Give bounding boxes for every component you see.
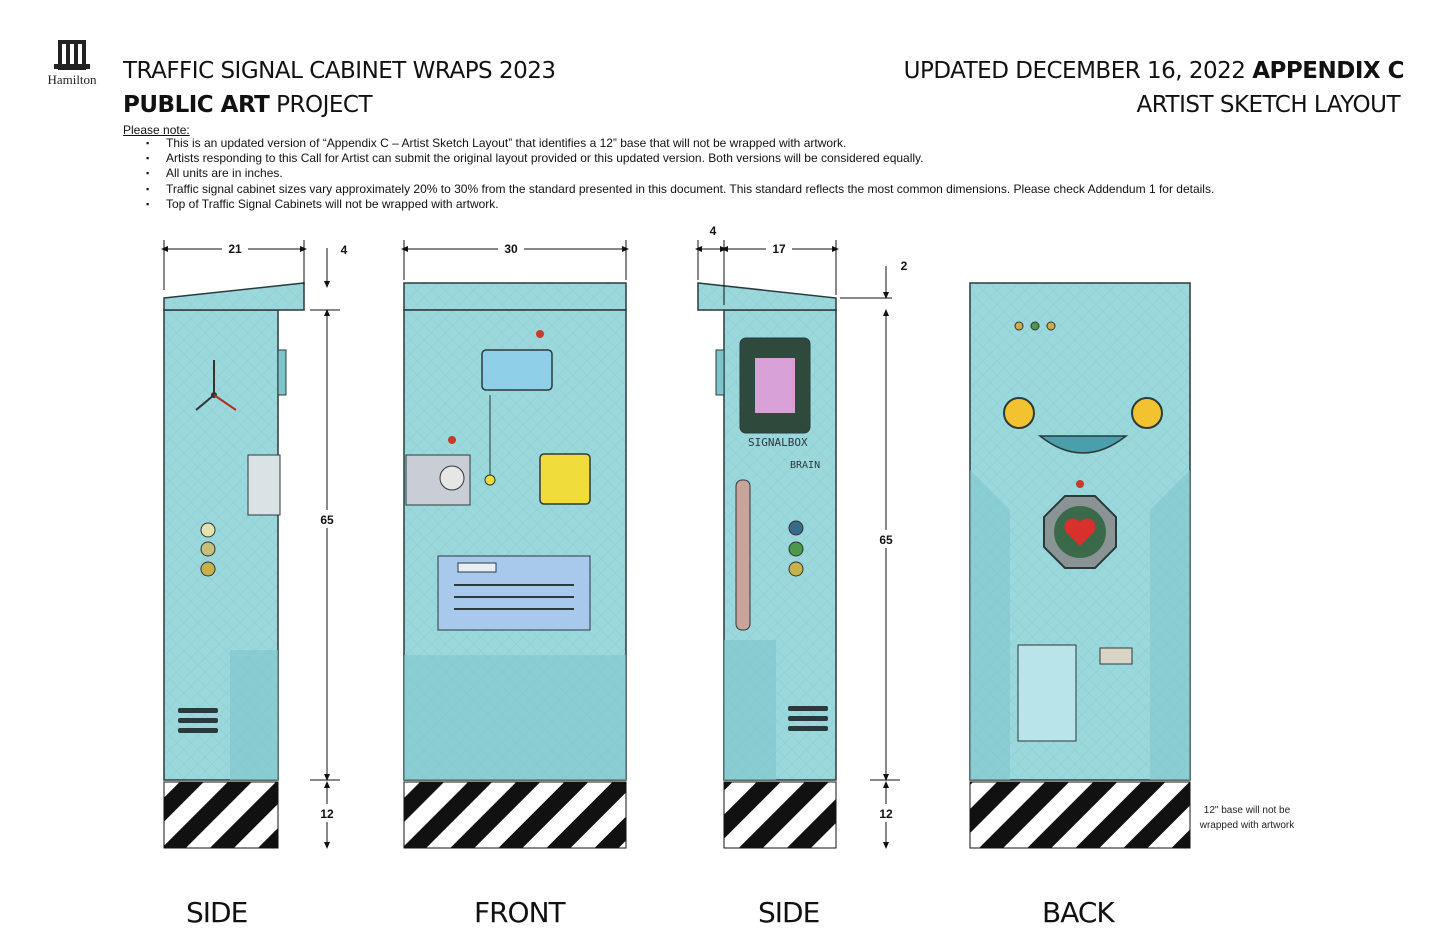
front-lid	[403, 282, 627, 311]
front-lower-panel	[404, 655, 626, 780]
robot-eye-icon	[1003, 397, 1035, 429]
view-label-front: FRONT	[474, 896, 566, 929]
sketch-layout-title: ARTIST SKETCH LAYOUT	[1136, 92, 1401, 118]
note-item: This is an updated version of “Appendix …	[146, 136, 1214, 151]
back-base	[969, 781, 1191, 849]
dim-side-left-lip: 4	[341, 243, 348, 257]
note-item: Traffic signal cabinet sizes vary approx…	[146, 182, 1214, 197]
signal-box-label: SIGNALBOX	[748, 436, 808, 449]
back-vent-icon	[1017, 644, 1077, 742]
front-base	[403, 781, 627, 849]
project-title: PUBLIC ART PROJECT	[123, 92, 373, 118]
view-label-side-right: SIDE	[758, 896, 820, 929]
updated-date: UPDATED DECEMBER 16, 2022 APPENDIX C	[903, 58, 1405, 84]
base-note-line1: 12" base will not be	[1203, 805, 1291, 816]
indicator-light-icon	[200, 522, 216, 538]
side-right-cabinet: SIGNALBOX BRAIN	[697, 282, 837, 849]
front-cabinet	[403, 282, 627, 849]
side-right-panel	[724, 640, 776, 780]
updated-date-text: UPDATED DECEMBER 16, 2022	[903, 58, 1246, 84]
side-left-latch	[247, 454, 281, 516]
dim-side-left-width: 21	[228, 242, 242, 256]
vent-panel-icon	[437, 555, 591, 631]
side-right-base	[723, 781, 837, 849]
dim-side-right-base: 12	[879, 807, 893, 821]
dim-side-left-height: 65	[320, 513, 334, 527]
dim-side-right-height: 65	[879, 533, 893, 547]
side-left-base	[163, 781, 279, 849]
dim-side-right-top: 2	[901, 259, 908, 273]
note-item: Top of Traffic Signal Cabinets will not …	[146, 197, 1214, 212]
brain-label: BRAIN	[790, 460, 820, 471]
city-hall-icon	[54, 40, 90, 70]
dim-front-width: 30	[504, 242, 518, 256]
appendix-label: APPENDIX C	[1252, 58, 1404, 84]
indicator-light-icon	[200, 561, 216, 577]
side-right-lid	[697, 282, 837, 311]
heart-icon	[1064, 518, 1096, 546]
view-label-side-left: SIDE	[186, 896, 248, 929]
logo-text: Hamilton	[47, 72, 97, 87]
document-title: TRAFFIC SIGNAL CABINET WRAPS 2023	[123, 58, 556, 84]
side-left-cabinet	[163, 282, 305, 849]
note-item: All units are in inches.	[146, 166, 1214, 181]
thermometer-icon	[735, 479, 751, 631]
project-title-bold: PUBLIC ART	[123, 92, 270, 118]
view-label-back: BACK	[1042, 896, 1115, 929]
notes-list: This is an updated version of “Appendix …	[146, 136, 1214, 212]
base-note-line2: wrapped with artwork	[1199, 820, 1295, 831]
robot-eye-icon	[1131, 397, 1163, 429]
indicator-light-icon	[200, 541, 216, 557]
dim-side-right-width: 17	[772, 242, 786, 256]
robot-face-icon	[481, 349, 553, 391]
side-left-handle	[277, 349, 287, 396]
robot-smile-icon	[1037, 435, 1129, 454]
side-left-lid	[163, 282, 305, 311]
dim-side-right-lip: 4	[710, 224, 717, 238]
base-note: 12" base will not be wrapped with artwor…	[1188, 803, 1306, 833]
notes-title: Please note:	[123, 123, 190, 137]
project-title-rest: PROJECT	[276, 92, 373, 118]
back-cabinet	[969, 282, 1191, 849]
side-left-panel	[230, 650, 278, 780]
keypad-icon	[539, 453, 591, 505]
dim-side-left-base: 12	[320, 807, 334, 821]
note-item: Artists responding to this Call for Arti…	[146, 151, 1214, 166]
